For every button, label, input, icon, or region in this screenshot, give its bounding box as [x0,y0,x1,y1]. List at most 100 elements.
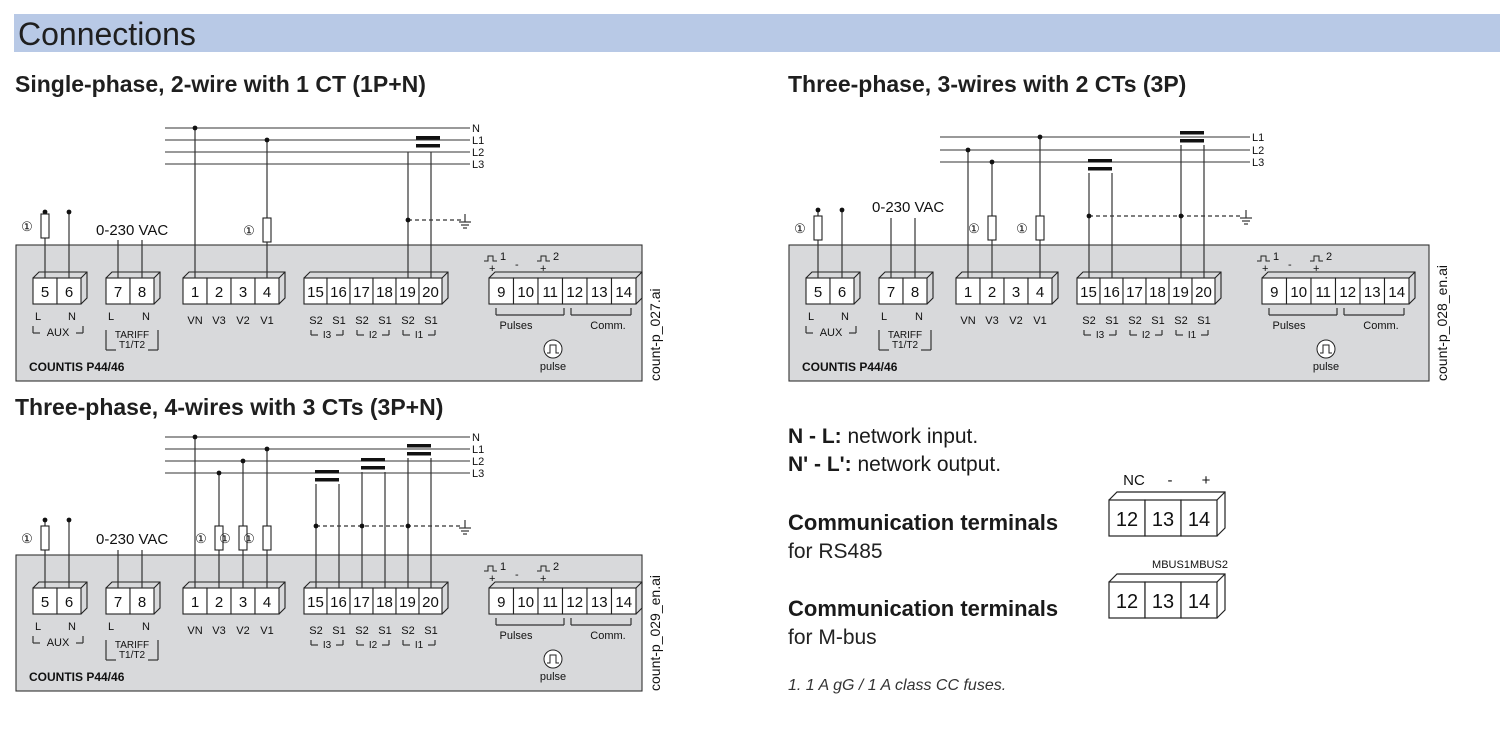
junction-dot [42,517,48,523]
terminal-number: 3 [239,284,247,301]
terminal-cell [56,277,82,305]
mbus-subtitle: for M-bus [788,626,877,649]
file-name: count-p_027.ai [647,288,663,381]
pulse-mark: - [1288,259,1292,271]
ct-bar [1088,167,1112,171]
terminal-number: 19 [399,284,416,301]
terminal-number: 16 [330,594,347,611]
terminal-cell [105,277,131,305]
junction-dot [405,523,411,529]
terminal-cell [610,587,637,615]
terminal-cell [537,277,564,305]
voltage-input-label: V1 [260,315,273,327]
terminal-number: 9 [1270,284,1278,301]
pulse-mark: 1 [1273,251,1279,263]
network-line-label: L2 [1252,145,1264,157]
fuse-marker: ① [21,219,33,234]
mbus-title: Communication terminals [788,596,1059,621]
pulse-icon [547,654,559,664]
fuse-marker: ① [243,223,255,238]
terminal-number: 18 [376,284,393,301]
terminal-number: 10 [517,594,534,611]
terminal-number: 11 [1315,284,1331,301]
voltage-input-label: V2 [236,315,249,327]
ct-group-label: I3 [323,330,332,341]
terminal-number: 14 [1388,284,1405,301]
network-line-label: L2 [472,147,484,159]
ct-input-label: S2 [1174,315,1187,327]
terminal-block-edge [441,581,449,589]
ct-input-label: S1 [378,625,391,637]
device-label: COUNTIS P44/46 [29,670,125,684]
fuse [813,215,823,241]
network-line-label: L1 [1252,132,1264,144]
comm-label: Comm. [590,320,625,332]
pulse-label: pulse [540,361,566,373]
terminal-number: 19 [1172,284,1189,301]
terminal-polarity: L [108,621,114,633]
pulse-mark: 1 [500,251,506,263]
junction-dot [264,446,270,452]
fuse-marker: ① [243,531,255,546]
ct-bar [361,458,385,462]
terminal-cell [56,587,82,615]
ct-group-label: I2 [369,330,378,341]
terminal-cell [586,587,613,615]
terminal-number: 2 [215,284,223,301]
ct-input-label: S1 [424,625,437,637]
network-line-label: L3 [1252,157,1264,169]
pulse-mark: + [540,263,546,275]
tariff-label: TARIFF [115,640,149,651]
diagram-title-single-phase: Single-phase, 2-wire with 1 CT (1P+N) [15,71,426,97]
voltage-label: 0-230 VAC [96,531,168,548]
voltage-input-label: V2 [236,625,249,637]
mbus-head: MBUS2 [1190,559,1228,571]
device-label: COUNTIS P44/46 [29,360,125,374]
device-label: COUNTIS P44/46 [802,360,898,374]
tariff-label: TARIFF [888,330,922,341]
rs485-head: NC [1123,472,1145,489]
junction-dot [240,458,246,464]
ct-input-label: S1 [1151,315,1164,327]
comm-terminal-number: 13 [1152,509,1174,531]
terminal-polarity: N [142,311,150,323]
fuse-marker: ① [21,531,33,546]
pulse-mark-icon [537,565,550,572]
pulse-mark: + [540,573,546,585]
terminal-cell [206,277,232,305]
network-line-label: L3 [472,159,484,171]
rs485-subtitle: for RS485 [788,540,883,563]
mbus-head: MBUS1 [1152,559,1190,571]
ct-bar [315,470,339,474]
voltage-input-label: V1 [1033,315,1046,327]
junction-dot [264,137,270,143]
terminal-cell [182,277,208,305]
terminal-number: 3 [1012,284,1020,301]
terminal-block-edge [153,271,161,279]
voltage-input-label: V2 [1009,315,1022,327]
terminal-number: 12 [566,284,583,301]
pulse-mark: 1 [500,561,506,573]
terminal-cell [488,587,515,615]
terminal-block-edge [926,271,934,279]
terminal-polarity: L [881,311,887,323]
rs485-title: Communication terminals [788,510,1059,535]
terminal-block-edge [278,271,286,279]
terminal-cell [1334,277,1361,305]
ct-bar [407,444,431,448]
terminal-number: 7 [887,284,895,301]
page-title: Connections [18,16,196,52]
ct-group-label: I1 [415,640,424,651]
diagram-title-three-phase-4w: Three-phase, 4-wires with 3 CTs (3P+N) [15,394,444,420]
ct-input-label: S2 [401,315,414,327]
ct-input-label: S2 [309,315,322,327]
terminal-polarity: N [915,311,923,323]
junction-dot [42,209,48,215]
terminal-polarity: N [142,621,150,633]
